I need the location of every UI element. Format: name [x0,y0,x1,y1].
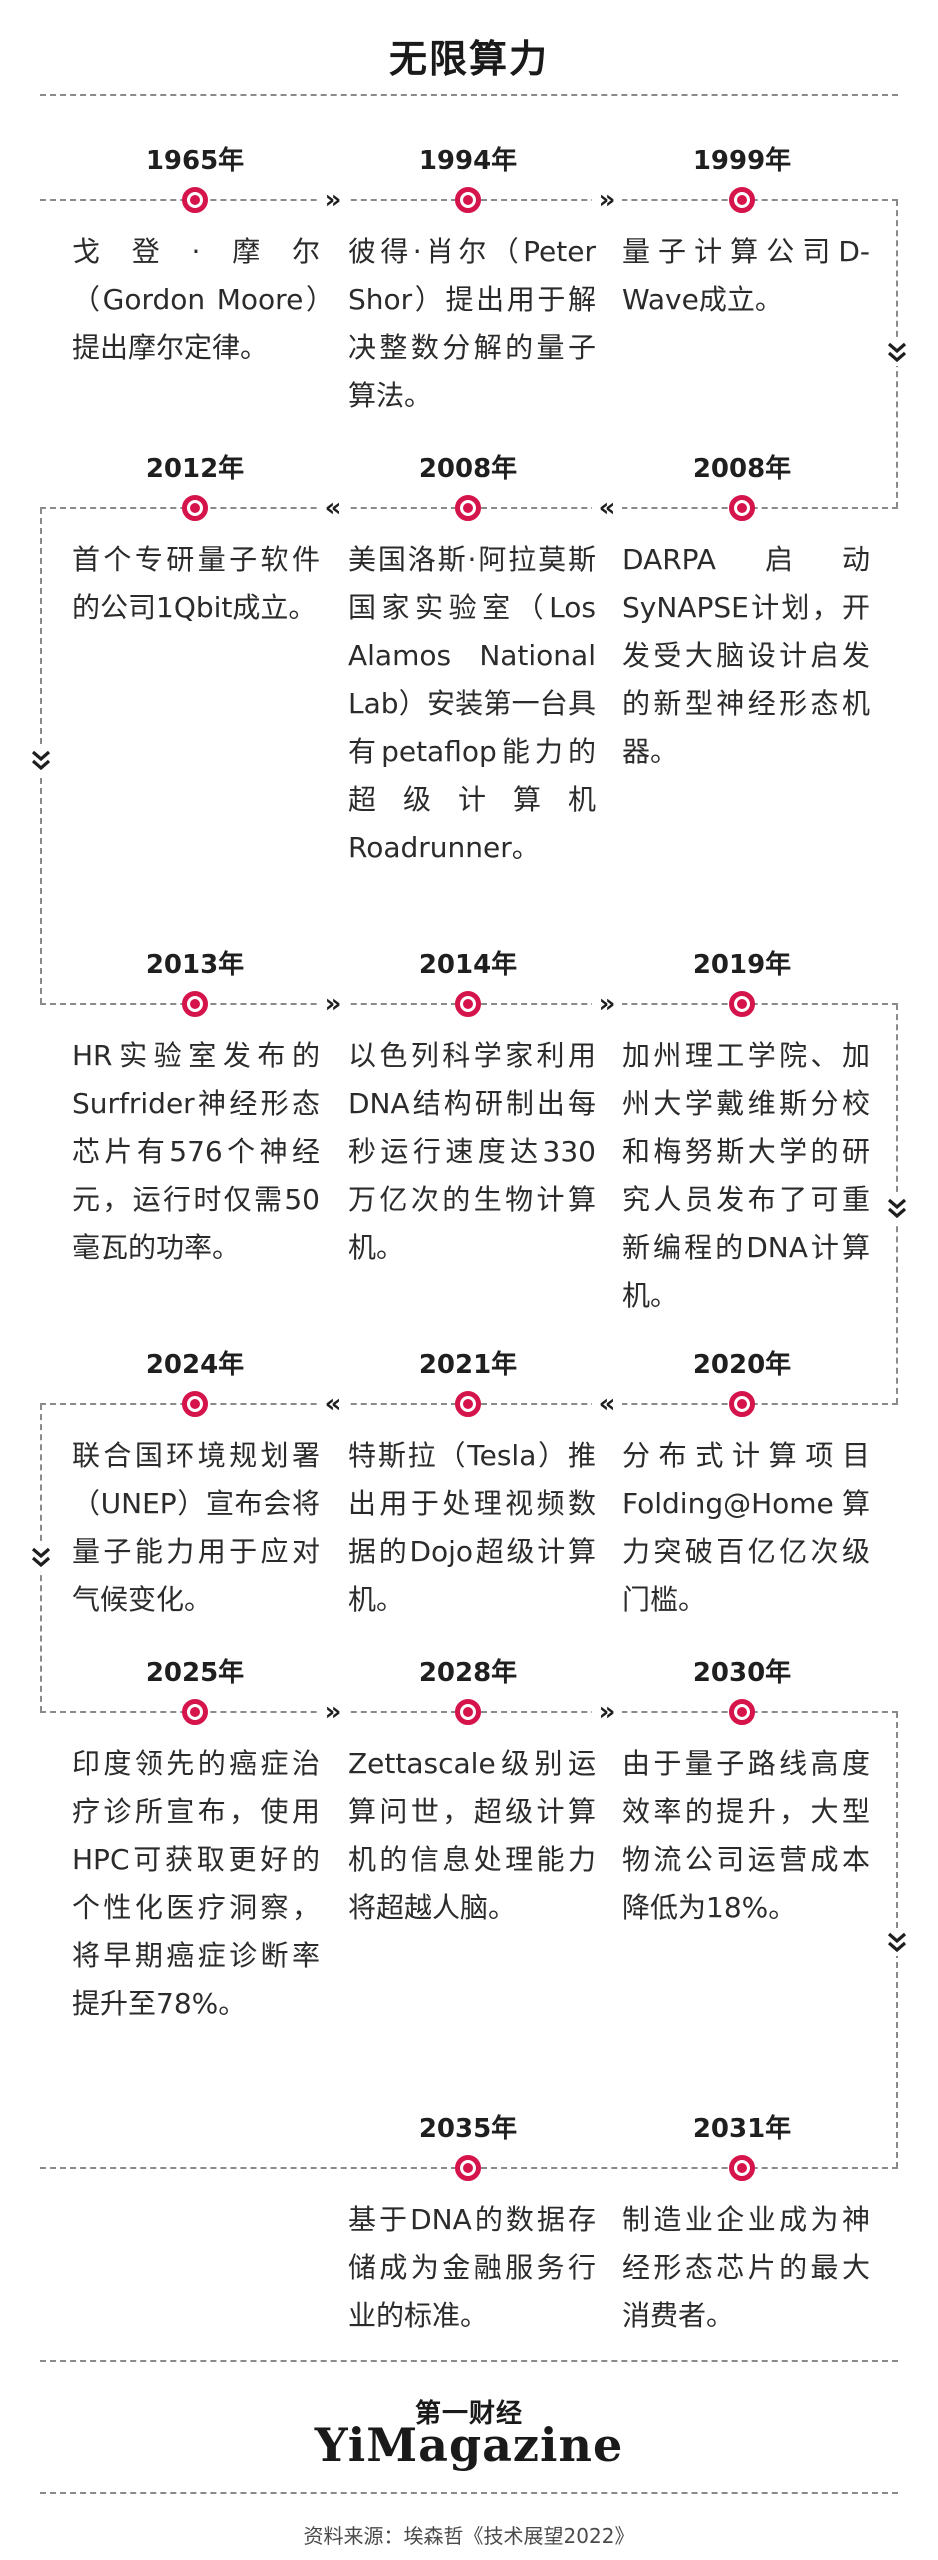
event-text: Zettascale级别运算问世，超级计算机的信息处理能力将超越人脑。 [348,1747,596,1924]
chevron-left-icon: « [318,1391,348,1417]
timeline-dot [729,2155,755,2181]
event-text: 以色列科学家利用DNA结构研制出每秒运行速度达330万亿次的生物计算机。 [348,1039,596,1264]
event-year: 2035年 [418,2114,518,2144]
event-text: 戈登·摩尔（Gordon Moore）提出摩尔定律。 [72,235,320,364]
event-text: 美国洛斯·阿拉莫斯国家实验室（Los Alamos National Lab）安… [348,543,596,864]
chevron-right-icon: » [592,991,622,1017]
timeline-dot [729,495,755,521]
event-year: 2020年 [692,1350,792,1380]
timeline-dot [729,991,755,1017]
event-text: 分布式计算项目Folding@Home算力突破百亿亿次级门槛。 [622,1439,870,1616]
chevron-down-icon [884,340,910,366]
event-year: 2013年 [145,950,245,980]
event-year: 2028年 [418,1658,518,1688]
footer-divider-bottom [40,2492,898,2494]
page-title: 无限算力 [388,37,549,81]
timeline-dot [455,187,481,213]
event-text: 基于DNA的数据存储成为金融服务行业的标准。 [348,2203,596,2332]
event-year: 2014年 [418,950,518,980]
timeline-dot [182,1391,208,1417]
event-year: 2031年 [692,2114,792,2144]
chevron-down-icon [28,748,54,774]
logo-wordmark: YiMagazine [314,2418,624,2472]
timeline-dot [455,1699,481,1725]
chevron-left-icon: « [592,1391,622,1417]
chevron-right-icon: » [592,1699,622,1725]
event-year: 2008年 [692,454,792,484]
event-year: 1994年 [418,146,518,176]
event-year: 2008年 [418,454,518,484]
footer-divider-top [40,2360,898,2362]
event-year: 2024年 [145,1350,245,1380]
chevron-right-icon: » [318,187,348,213]
chevron-left-icon: « [592,495,622,521]
timeline-dot [182,991,208,1017]
chevron-down-icon [884,1196,910,1222]
event-year: 2021年 [418,1350,518,1380]
event-text: 加州理工学院、加州大学戴维斯分校和梅努斯大学的研究人员发布了可重新编程的DNA计… [622,1039,870,1312]
timeline-dot [455,991,481,1017]
chevron-down-icon [28,1545,54,1571]
event-text: 特斯拉（Tesla）推出用于处理视频数据的Dojo超级计算机。 [348,1439,596,1616]
timeline-dot [729,187,755,213]
event-text: 联合国环境规划署（UNEP）宣布会将量子能力用于应对气候变化。 [72,1439,320,1616]
timeline-dot [182,187,208,213]
chevron-right-icon: » [318,991,348,1017]
event-text: 量子计算公司D-Wave成立。 [622,235,870,316]
event-text: DARPA启动SyNAPSE计划，开发受大脑设计启发的新型神经形态机器。 [622,543,870,768]
event-year: 2012年 [145,454,245,484]
event-text: 印度领先的癌症治疗诊所宣布，使用HPC可获取更好的个性化医疗洞察，将早期癌症诊断… [72,1747,320,2020]
chevron-right-icon: » [592,187,622,213]
source-note: 资料来源：埃森哲《技术展望2022》 [303,2524,635,2548]
event-text: 由于量子路线高度效率的提升，大型物流公司运营成本降低为18%。 [622,1747,870,1924]
event-year: 2030年 [692,1658,792,1688]
event-text: HR实验室发布的Surfrider神经形态芯片有576个神经元，运行时仅需50毫… [72,1039,320,1264]
timeline-dot [182,1699,208,1725]
event-year: 2019年 [692,950,792,980]
timeline-dot [455,1391,481,1417]
timeline-dot [729,1699,755,1725]
event-text: 彼得·肖尔（Peter Shor）提出用于解决整数分解的量子算法。 [348,235,596,412]
chevron-right-icon: » [318,1699,348,1725]
timeline-dot [455,495,481,521]
event-year: 2025年 [145,1658,245,1688]
event-text: 制造业企业成为神经形态芯片的最大消费者。 [622,2203,870,2332]
event-year: 1965年 [145,146,245,176]
logo: 第一财经 [414,2399,523,2429]
chevron-down-icon [884,1930,910,1956]
title-divider [40,94,898,96]
event-text: 首个专研量子软件的公司1Qbit成立。 [72,543,320,624]
timeline-dot [729,1391,755,1417]
timeline-dot [182,495,208,521]
timeline-dot [455,2155,481,2181]
event-year: 1999年 [692,146,792,176]
chevron-left-icon: « [318,495,348,521]
